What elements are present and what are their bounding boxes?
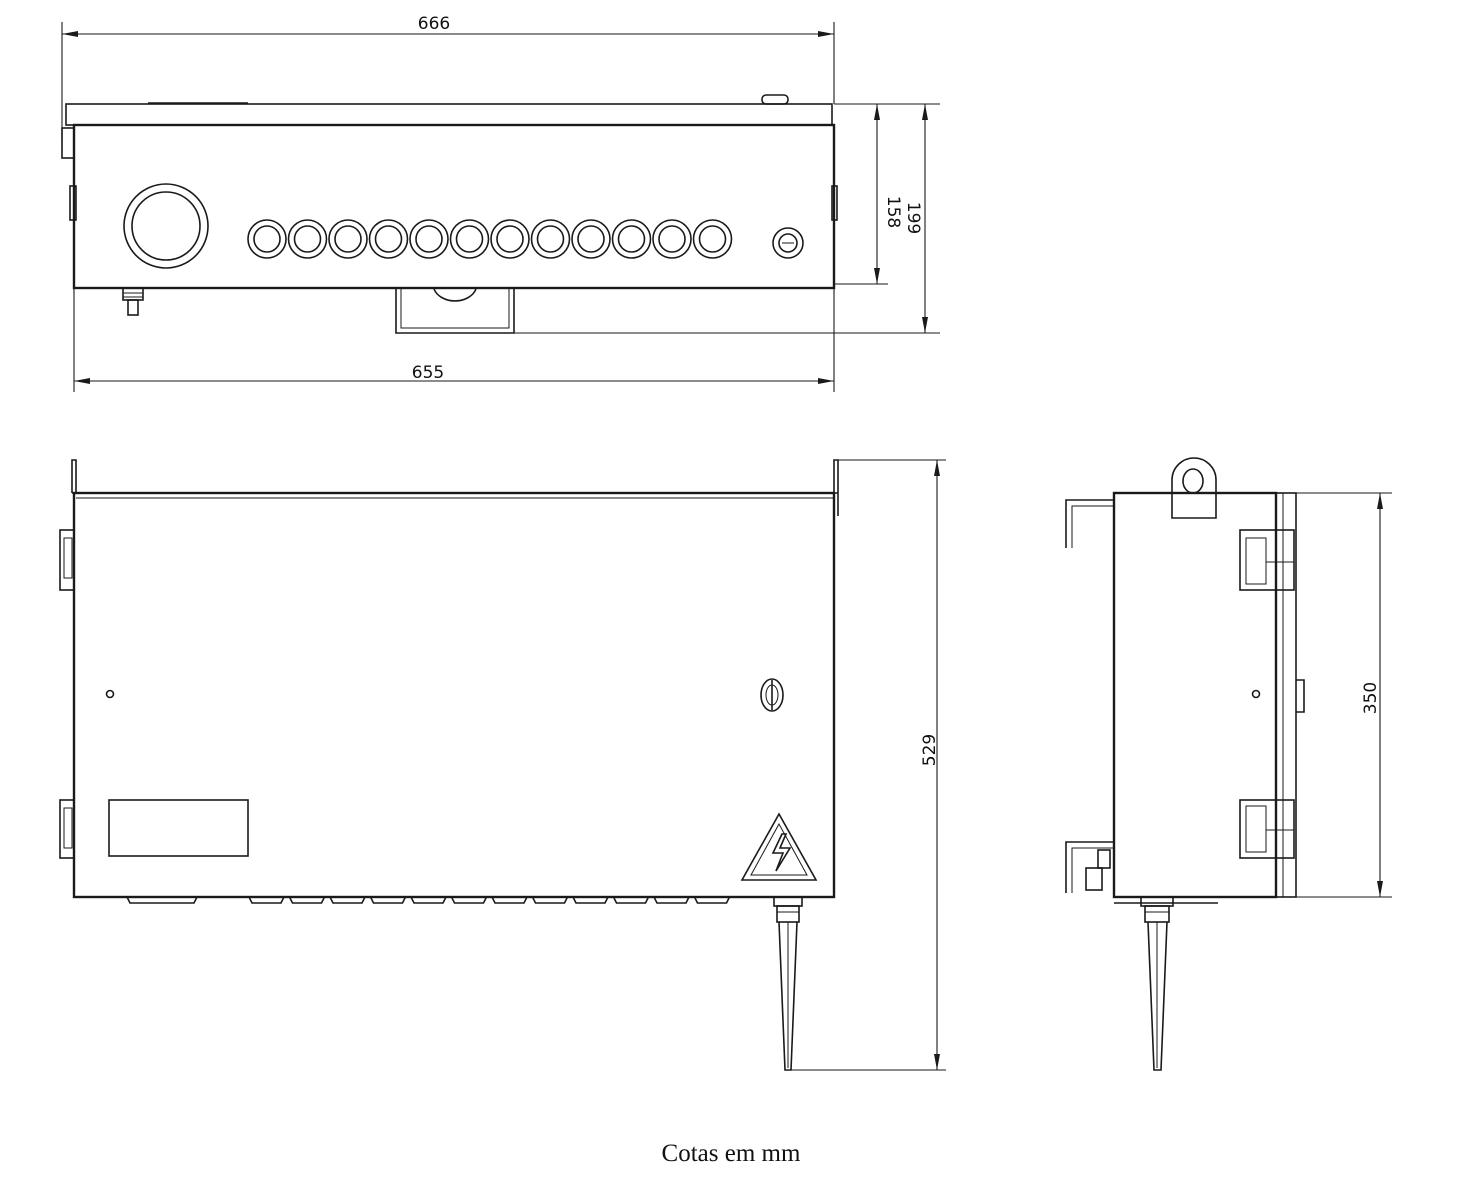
cable-gland	[611, 219, 652, 259]
technical-drawing: 666 655 158 199	[59, 14, 1392, 1071]
side-hinge-bottom	[1239, 799, 1295, 859]
cable	[773, 896, 803, 1071]
gland-bottom	[612, 896, 650, 904]
side-view-dimensions	[1296, 492, 1392, 898]
gland-bottom	[572, 896, 609, 904]
top-view	[61, 94, 838, 334]
side-cable	[1140, 896, 1174, 1071]
side-lock	[1296, 679, 1305, 713]
high-voltage-warning-icon	[740, 812, 818, 881]
dim-158-label: 158	[883, 196, 903, 228]
side-hinge-top	[1239, 529, 1295, 591]
units-caption: Cotas em mm	[661, 1140, 801, 1167]
cable-gland	[287, 219, 328, 259]
gland-bottom	[329, 896, 366, 904]
gland-bottom	[531, 896, 569, 904]
dim-350-label: 350	[1361, 682, 1381, 714]
gland-bottom	[288, 896, 326, 904]
door-lock	[760, 678, 784, 712]
lid-latch	[761, 94, 789, 105]
dim-666-label: 666	[418, 14, 450, 34]
front-hinge-top	[59, 529, 75, 591]
cable-gland	[368, 219, 409, 259]
cable-gland-row	[247, 219, 733, 259]
dim-199-label: 199	[903, 202, 923, 234]
top-view-dimensions	[61, 22, 940, 392]
gland-bottom	[248, 896, 285, 904]
front-hinge-bottom	[59, 799, 75, 859]
gland-bottom	[410, 896, 447, 904]
label-plate	[108, 799, 249, 857]
mounting-bracket	[395, 288, 515, 334]
cable-gland	[490, 219, 530, 259]
cable-gland	[571, 219, 611, 259]
dim-655-label: 655	[412, 363, 444, 383]
gland-bottom	[126, 896, 198, 904]
earth-stud	[122, 287, 144, 316]
cable-gland	[692, 219, 733, 259]
wall-bracket-top	[1065, 499, 1114, 548]
gland-bottom	[491, 896, 528, 904]
side-view-door	[1275, 492, 1297, 898]
front-gland-row	[126, 896, 731, 904]
front-view	[59, 459, 839, 1071]
gland-bottom	[693, 896, 731, 904]
large-gland	[123, 183, 209, 269]
wall-bracket-bottom	[1065, 841, 1114, 893]
side-view	[1065, 457, 1305, 1071]
top-view-body	[72, 123, 836, 290]
front-view-body	[72, 491, 836, 899]
cable-gland	[247, 219, 287, 259]
screw-point	[105, 689, 115, 699]
dim-529-label: 529	[920, 734, 940, 766]
gland-bottom	[653, 896, 690, 904]
small-gland	[772, 227, 804, 259]
cable-gland	[449, 219, 490, 259]
cable-gland	[530, 219, 571, 259]
gland-bottom	[450, 896, 488, 904]
cable-gland	[652, 219, 692, 259]
top-view-lid	[65, 103, 833, 126]
cable-gland	[409, 219, 449, 259]
side-view-body	[1112, 491, 1278, 899]
lifting-eye	[1171, 457, 1217, 519]
front-view-dimensions	[791, 459, 946, 1071]
gland-bottom	[369, 896, 407, 904]
cable-gland	[328, 219, 368, 259]
